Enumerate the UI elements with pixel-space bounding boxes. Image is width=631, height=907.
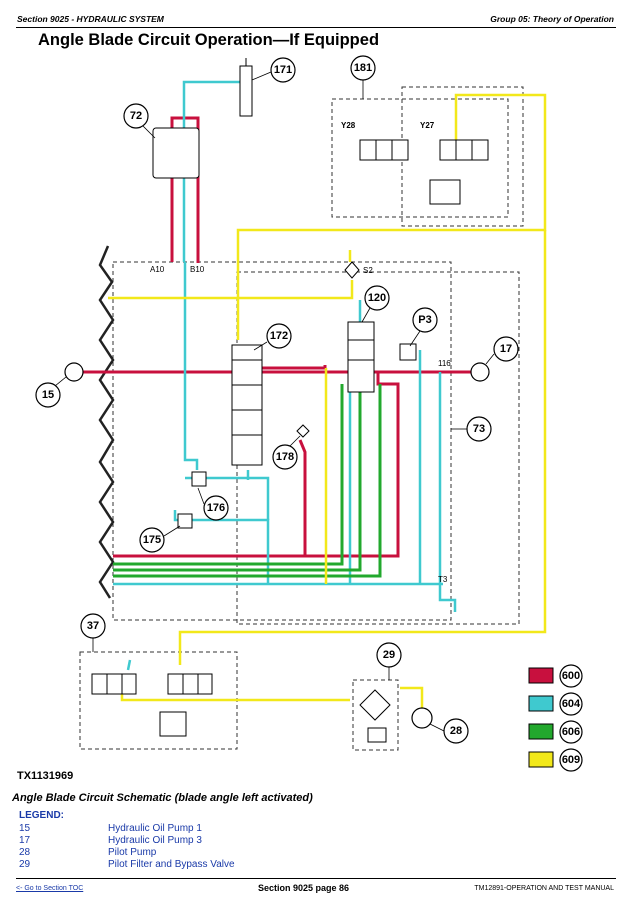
- control-valve-boundary: [112, 261, 452, 621]
- callout-72-circle: [123, 103, 149, 129]
- color-key: 600 604 606 609: [528, 664, 583, 772]
- callout-181-label: 181: [354, 62, 372, 74]
- legend-item-number: 28: [19, 847, 31, 858]
- legend-item: 29 Pilot Filter and Bypass Valve: [19, 859, 235, 870]
- section-header: Section 9025 - HYDRAULIC SYSTEM: [17, 14, 164, 24]
- legend-item-number: 29: [19, 859, 31, 870]
- color-key-606-label: 606: [562, 726, 580, 738]
- manual-title: TM12891-OPERATION AND TEST MANUAL: [474, 885, 614, 892]
- callout-171-circle: [270, 57, 296, 83]
- callout-176-circle: [203, 495, 229, 521]
- color-key-604-swatch: [528, 695, 554, 712]
- break-line: [98, 245, 115, 599]
- callout-175-label: 175: [143, 534, 161, 546]
- callout-15-circle: [35, 382, 61, 408]
- callout-116-label: P3: [418, 314, 431, 326]
- valve-37: [91, 673, 213, 737]
- page-number: Section 9025 page 86: [258, 883, 350, 893]
- filter-29-boundary: [352, 679, 399, 751]
- legend-item-label: Hydraulic Oil Pump 1: [108, 823, 202, 834]
- legend-item: 17 Hydraulic Oil Pump 3: [19, 835, 202, 846]
- header-rule: [16, 27, 616, 28]
- callout-178-label: 178: [276, 451, 294, 463]
- relief-valve-181: [429, 179, 461, 205]
- valve-176: [191, 471, 207, 487]
- callout-176-label: 176: [207, 502, 225, 514]
- callout-175-circle: [139, 527, 165, 553]
- callout-172-circle: [266, 323, 292, 349]
- spool-valve-120: [347, 321, 375, 393]
- yellow-lines: [108, 93, 547, 708]
- color-key-606-swatch: [528, 723, 554, 740]
- valve-175: [177, 513, 193, 529]
- callout-171-label: 171: [274, 64, 292, 76]
- pilot-pump-28-symbol: [411, 707, 433, 729]
- label-p3: 116: [438, 359, 451, 368]
- figure-caption: Angle Blade Circuit Schematic (blade ang…: [12, 792, 313, 804]
- solenoid-boundary-181: [331, 98, 509, 218]
- figure-id: TX1131969: [17, 770, 74, 782]
- pump-17-symbol: [470, 362, 490, 382]
- color-key-600-swatch: [528, 667, 554, 684]
- callout-172-label: 172: [270, 330, 288, 342]
- section-toc-link[interactable]: <- Go to Section TOC: [16, 885, 84, 892]
- callout-37-label: 37: [87, 620, 99, 632]
- label-b10: B10: [190, 265, 205, 274]
- hydraulic-schematic: Y28 Y27 A10 B10 S2 116 T3: [35, 55, 583, 772]
- color-key-600-label: 600: [562, 670, 580, 682]
- callout-120-circle: [364, 285, 390, 311]
- legend-item-label: Hydraulic Oil Pump 3: [108, 835, 202, 846]
- callout-17-label: 17: [500, 343, 512, 355]
- legend-item-label: Pilot Pump: [108, 847, 157, 858]
- callout-28-label: 28: [450, 725, 462, 737]
- solenoid-valve-y28: [359, 139, 409, 161]
- footer-rule: [16, 878, 616, 879]
- label-s2: S2: [363, 266, 373, 275]
- color-key-604-circle: [559, 692, 583, 716]
- color-key-604-label: 604: [562, 698, 581, 710]
- component-72: [152, 127, 200, 179]
- label-y28: Y28: [341, 121, 356, 130]
- label-t3: T3: [438, 575, 448, 584]
- callout-73-label: 73: [473, 423, 485, 435]
- cylinder-171: [239, 58, 253, 117]
- callout-120-label: 120: [368, 292, 386, 304]
- check-valve-178: [296, 424, 310, 438]
- legend-item-number: 17: [19, 835, 31, 846]
- callout-116-circle: [412, 307, 438, 333]
- group-header: Group 05: Theory of Operation: [490, 14, 614, 24]
- legend-item: 15 Hydraulic Oil Pump 1: [19, 823, 202, 834]
- callout-15-label: 15: [42, 389, 54, 401]
- legend-item-label: Pilot Filter and Bypass Valve: [108, 859, 235, 870]
- color-key-609-label: 609: [562, 754, 580, 766]
- callout-leaders: [54, 71, 495, 732]
- color-key-600-circle: [559, 664, 583, 688]
- legend-item: 28 Pilot Pump: [19, 847, 156, 858]
- callout-178-circle: [272, 444, 298, 470]
- solenoid-valve-y27: [439, 139, 489, 161]
- switch-s2: [344, 261, 360, 279]
- legend-title: LEGEND:: [19, 810, 64, 821]
- callout-72-label: 72: [130, 110, 142, 122]
- color-key-606-circle: [559, 720, 583, 744]
- page-title: Angle Blade Circuit Operation—If Equippe…: [38, 31, 380, 49]
- green-lines: [113, 384, 382, 578]
- label-y27: Y27: [420, 121, 435, 130]
- color-key-609-swatch: [528, 751, 554, 768]
- valve-116: [399, 343, 417, 361]
- spool-valve-172: [231, 344, 263, 466]
- legend-item-number: 15: [19, 823, 31, 834]
- filter-29: [359, 689, 391, 743]
- pump-15-symbol: [64, 362, 84, 382]
- label-a10: A10: [150, 265, 165, 274]
- color-key-609-circle: [559, 748, 583, 772]
- callout-29-label: 29: [383, 649, 395, 661]
- callout-17-circle: [493, 336, 519, 362]
